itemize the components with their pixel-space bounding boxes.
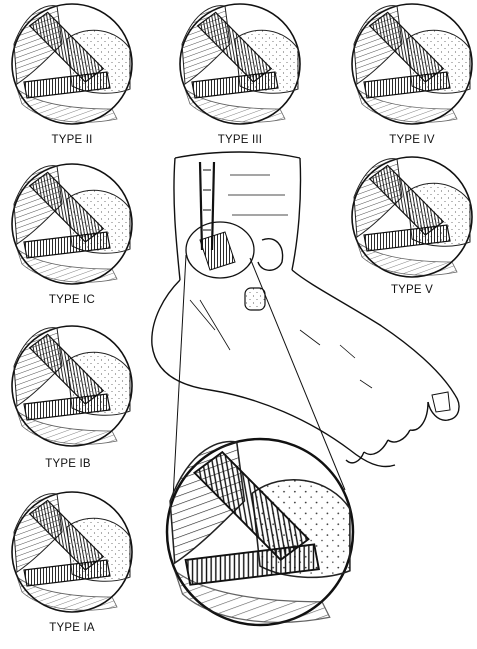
inset-type-ic xyxy=(11,163,133,285)
inset-type-ii xyxy=(11,3,133,125)
foot-illustration xyxy=(151,151,460,468)
label-type-ib: TYPE IB xyxy=(45,458,91,470)
inset-type-iv xyxy=(351,3,473,125)
inset-type-iii xyxy=(179,3,301,125)
inset-type-v xyxy=(351,156,473,278)
label-type-iv: TYPE IV xyxy=(389,134,435,146)
label-type-v: TYPE V xyxy=(390,284,434,296)
label-type-ic: TYPE IC xyxy=(48,294,96,306)
inset-magnified xyxy=(165,437,355,627)
label-type-ia: TYPE IA xyxy=(49,622,95,634)
inset-type-ib xyxy=(11,325,133,447)
label-type-iii: TYPE III xyxy=(217,134,263,146)
inset-type-ia xyxy=(11,491,133,613)
label-type-ii: TYPE II xyxy=(51,134,93,146)
